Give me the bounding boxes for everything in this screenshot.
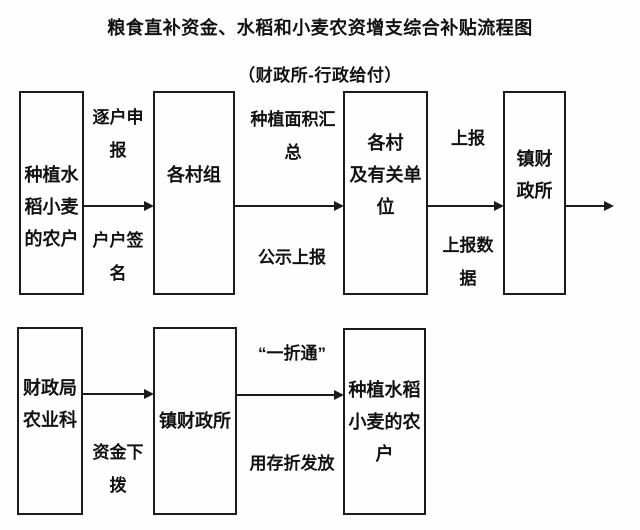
node-label-line: 稻小麦 [24,197,79,217]
node-label: 财政局 农业科 [23,372,77,436]
node-label: 镇财 政所 [517,143,553,207]
arrow-bureau-to-town-finance [83,389,154,399]
edge-label-line: 名 [109,264,127,283]
node-label: 种植水稻 小麦的农 户 [349,374,421,470]
edge-label-household-signatures: 户户签 名 [93,224,144,290]
edge-label-line: “一折通” [258,344,326,363]
node-farmers-row1: 种植水 稻小麦 的农户 [19,91,84,295]
node-label: 镇财政所 [159,405,231,437]
edge-label-one-passbook: “一折通” [258,337,326,370]
edge-label-issue-via-passbook: 用存折发放 [250,447,335,480]
edge-label-line: 拨 [109,476,127,495]
node-label: 各村 及有关单 位 [350,127,422,223]
page-subtitle: （财政所-行政给付） [238,66,402,85]
edge-label-line: 种植面积汇 [250,110,336,129]
arrow-farmers-to-village-groups [84,201,154,211]
edge-label-line: 据 [459,269,477,288]
edge-label-line: 总 [284,143,302,162]
node-label-line: 各村 [367,133,404,153]
node-label-line: 小麦的农 [348,411,421,432]
node-label-line: 镇财政所 [159,411,231,431]
node-label-line: 位 [376,197,395,217]
node-farmers-row2: 种植水稻 小麦的农 户 [343,328,426,515]
node-label-line: 种植水 [24,165,79,185]
page-title: 粮食直补资金、水稻和小麦农资增支综合补贴流程图 [107,18,533,38]
arrow-town-finance-exit [566,201,614,211]
node-label: 各村组 [167,159,221,191]
edge-label-report-data: 上报数 据 [443,229,494,295]
node-village-groups: 各村组 [153,91,235,295]
node-label-line: 的农户 [24,229,79,249]
edge-label-publicize-report: 公示上报 [258,241,326,274]
node-label-line: 户 [375,443,394,464]
node-town-finance-office-row2: 镇财政所 [153,327,237,515]
node-villages-and-units: 各村 及有关单 位 [343,91,428,295]
node-label-line: 及有关单 [349,165,422,185]
edge-label-line: 逐户申 [92,108,144,127]
edge-label-line: 资金下 [92,443,144,462]
edge-label-apply-per-household: 逐户申 报 [93,101,144,167]
edge-label-line: 户户签 [92,231,144,250]
node-label-line: 政所 [516,181,553,201]
node-label-line: 农业科 [23,410,77,430]
node-label: 种植水 稻小麦 的农户 [25,159,79,255]
arrow-units-to-town-finance [428,201,504,211]
arrow-village-groups-to-units [235,201,344,211]
node-label-line: 种植水稻 [348,379,421,400]
edge-label-line: 上报 [451,129,485,148]
edge-label-line: 用存折发放 [249,454,335,473]
edge-label-report: 上报 [451,122,485,155]
edge-label-fund-allocation: 资金下 拨 [93,436,144,502]
edge-label-line: 上报数 [442,236,494,255]
edge-label-line: 报 [109,141,127,160]
node-town-finance-office-row1: 镇财 政所 [503,91,566,295]
arrow-town-finance-to-farmers [237,390,344,400]
edge-label-line: 公示上报 [258,248,326,267]
node-label-line: 镇财 [516,149,553,169]
node-label-line: 各村组 [167,165,221,185]
node-label-line: 财政局 [23,378,77,398]
node-finance-bureau-agriculture-section: 财政局 农业科 [17,327,83,515]
edge-label-planting-area-summary: 种植面积汇 总 [251,103,336,169]
